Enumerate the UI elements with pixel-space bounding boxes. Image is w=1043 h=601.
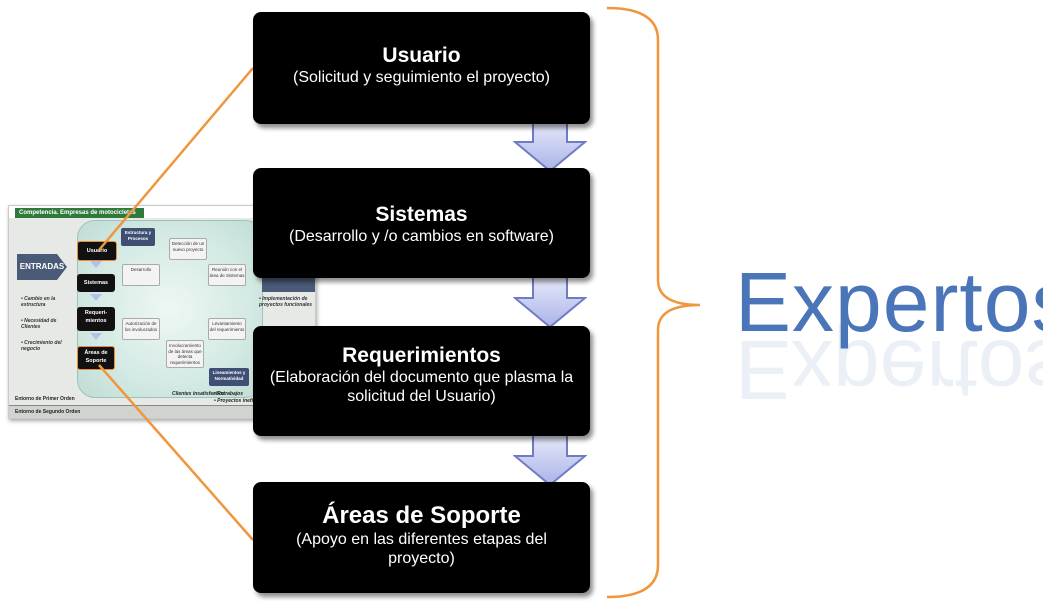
step-sistemas: Sistemas (Desarrollo y /o cambios en sof… (253, 168, 590, 278)
thumbnail-stage-sistemas: Sistemas (77, 274, 115, 292)
thumbnail-guidelines-box: Lineamientos y Normatividad (209, 368, 249, 386)
thumbnail-footer-bar: Entorno de Segundo Orden (9, 405, 315, 418)
thumbnail-cycle-box: Levantamiento del requerimiento (208, 318, 246, 340)
thumbnail-cycle-box: Involucramiento de las áreas que detecta… (166, 340, 204, 368)
step-title: Usuario (382, 44, 461, 67)
thumbnail-cycle-box: Autorización de los involucrados (122, 318, 160, 340)
step-description: (Desarrollo y /o cambios en software) (289, 228, 554, 245)
down-arrow (513, 428, 587, 486)
step-requerimientos: Requerimientos (Elaboración del document… (253, 326, 590, 436)
thumbnail-stage-arrow (90, 261, 102, 268)
thumbnail-bottom-item: • Retrabajos (214, 391, 243, 397)
step-title: Requerimientos (342, 344, 501, 367)
thumbnail-stage-areas-soporte: Áreas de Soporte (77, 346, 115, 370)
thumbnail-title: Competencia. Empresas de motocicletas (15, 208, 144, 218)
thumbnail-cycle-box: Detección de un nuevo proyecto (169, 238, 207, 260)
thumbnail-bullet: • Crecimiento del negocio (21, 340, 62, 352)
thumbnail-outer-footer: Entorno de Segundo Orden (15, 409, 81, 415)
thumbnail-bottom-item: Clientes insatisfechos (172, 391, 225, 397)
thumbnail-cycle-box: Desarrollo (122, 264, 160, 286)
step-title: Áreas de Soporte (322, 502, 521, 529)
thumbnail-bullet: • Cambio en la estructura (21, 296, 56, 308)
thumbnail-stage-arrow (90, 294, 102, 301)
thumbnail-cycle-box: Reunión con el área de Sistemas (208, 264, 246, 286)
down-arrow (513, 270, 587, 328)
step-description: (Apoyo en las diferentes etapas del proy… (296, 531, 547, 567)
thumbnail-header: Competencia. Empresas de motocicletas (9, 206, 315, 218)
step-areas-soporte: Áreas de Soporte (Apoyo en las diferente… (253, 482, 590, 593)
connector-line-bottom (98, 364, 254, 541)
thumbnail-output-arrow (262, 278, 315, 292)
step-usuario: Usuario (Solicitud y seguimiento el proy… (253, 12, 590, 124)
thumbnail-stage-requerimientos: Requeri-mientos (77, 307, 115, 331)
thumbnail-bottom-item: • Proyectos inefi (214, 398, 253, 404)
connector-line-top (98, 67, 254, 251)
group-label-expertos: Expertos (735, 255, 1043, 349)
thumbnail-stage-arrow (90, 333, 102, 340)
step-description: (Elaboración del documento que plasma la… (269, 369, 574, 405)
step-description: (Solicitud y seguimiento el proyecto) (292, 69, 550, 86)
step-title: Sistemas (375, 203, 468, 226)
thumbnail-output-bullets: • Implementación de proyectos funcionale… (259, 296, 313, 308)
thumbnail-stage-usuario: Usuario (77, 241, 117, 261)
thumbnail-input-bullets: • Cambio en la estructura • Necesidad de… (21, 296, 73, 362)
thumbnail-structure-box: Estructura y Procesos (121, 228, 155, 246)
group-brace (606, 6, 701, 599)
thumbnail-bullet: • Necesidad de Clientes (21, 318, 57, 330)
thumbnail-entradas-arrow: ENTRADAS (17, 254, 67, 280)
thumbnail-inner-footer: Entorno de Primer Orden (15, 396, 75, 402)
